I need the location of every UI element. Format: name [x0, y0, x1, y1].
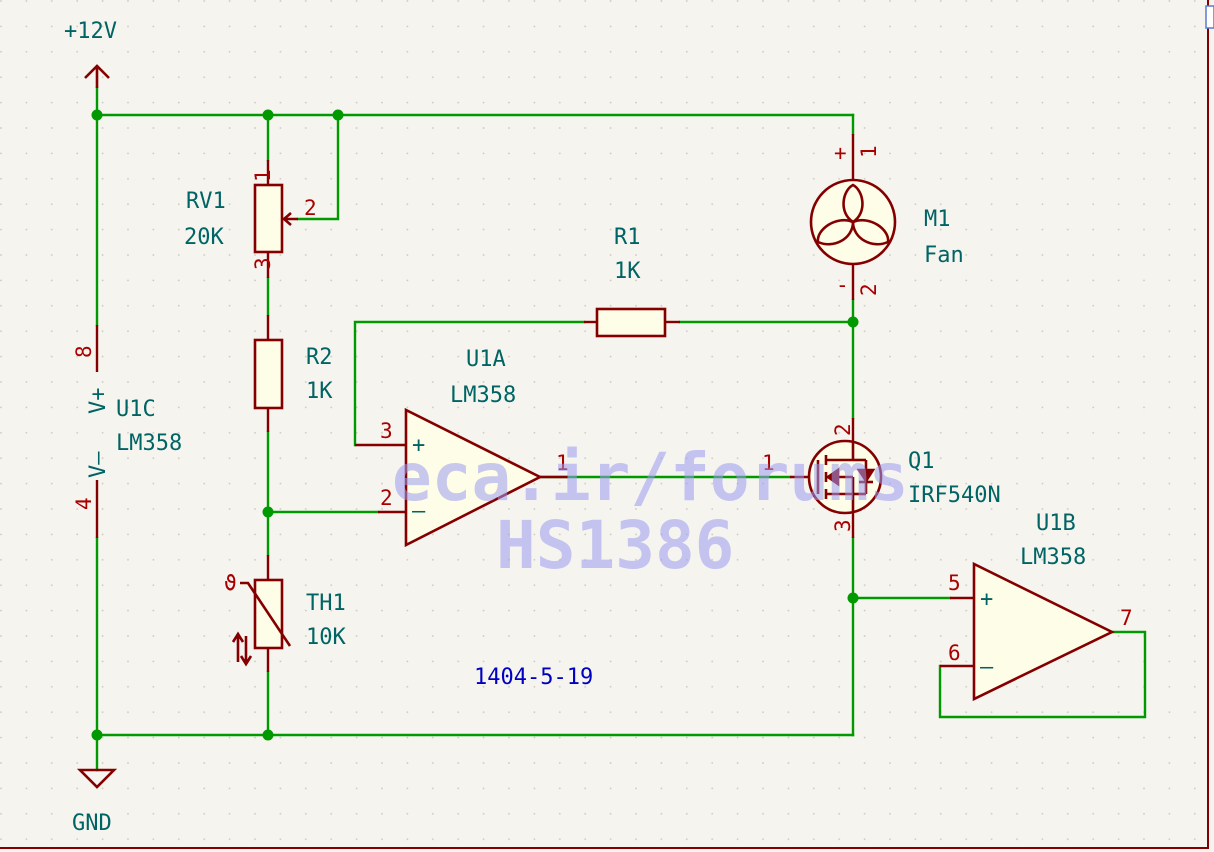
u1a-ref: U1A — [466, 347, 506, 372]
th1-ref: TH1 — [306, 591, 346, 616]
r2-resistor[interactable]: R2 1K — [253, 315, 333, 432]
junction — [262, 109, 274, 121]
u1a-pin-3: 3 — [380, 419, 393, 443]
r1-resistor[interactable]: R1 1K — [584, 225, 680, 338]
th1-temp-down-icon — [239, 636, 253, 667]
u1a-pin-2: 2 — [380, 486, 393, 510]
m1-pin-1: 1 — [857, 145, 881, 158]
rv1-pin-3: 3 — [251, 257, 275, 270]
r2-value: 1K — [306, 379, 333, 404]
th1-theta: ϑ — [224, 571, 237, 595]
u1b-plus-label: + — [980, 587, 993, 612]
q1-value: IRF540N — [908, 483, 1001, 508]
vcc-symbol[interactable]: +12V — [64, 19, 117, 88]
u1a-opamp[interactable]: + – 3 2 1 U1A LM358 — [355, 347, 569, 548]
fan-blades-icon — [816, 183, 890, 246]
u1b-opamp[interactable]: + – 5 6 7 U1B LM358 — [940, 511, 1133, 702]
u1b-minus-label: – — [980, 655, 994, 680]
r2-body — [253, 338, 284, 410]
u1b-value: LM358 — [1020, 545, 1086, 570]
u1c-vminus-label: V– — [86, 451, 111, 478]
q1-pin-1: 1 — [762, 451, 775, 475]
u1a-triangle — [404, 407, 543, 548]
u1c-value: LM358 — [116, 431, 182, 456]
junctions — [91, 109, 859, 741]
m1-pin-2: 2 — [857, 283, 881, 296]
ground-icon — [76, 768, 118, 789]
vcc-arrow-icon — [84, 64, 110, 88]
wire-noninv-to-r1 — [353, 320, 586, 447]
watermark-line-2: HS1386 — [496, 507, 734, 584]
rv1-ref: RV1 — [186, 189, 226, 214]
q1-mosfet[interactable]: 1 2 3 Q1 IRF540N — [762, 418, 1001, 538]
r2-ref: R2 — [306, 345, 333, 370]
u1b-pin-6: 6 — [948, 641, 961, 665]
junction — [262, 506, 274, 518]
rv1-body — [253, 183, 284, 254]
rv1-value: 20K — [184, 225, 224, 250]
q1-pin-3: 3 — [831, 519, 855, 532]
u1a-value: LM358 — [450, 383, 516, 408]
r1-ref: R1 — [614, 225, 641, 250]
u1a-pin-1: 1 — [556, 451, 569, 475]
junction — [91, 729, 103, 741]
u1c-power-unit[interactable]: 8 4 V+ V– U1C LM358 — [72, 325, 182, 538]
th1-slash-icon — [240, 581, 292, 647]
m1-value: Fan — [924, 243, 964, 268]
watermark: eca.ir/forums HS1386 — [392, 439, 909, 584]
u1b-ref: U1B — [1036, 511, 1076, 536]
rv1-wiper-arrow-icon — [282, 212, 298, 226]
rv1-pin-1: 1 — [251, 169, 275, 182]
watermark-line-1: eca.ir/forums — [392, 439, 909, 516]
wire-u1b-feedback — [938, 630, 1147, 719]
m1-minus-label: - — [836, 273, 849, 297]
junction — [847, 592, 859, 604]
gnd-label: GND — [72, 811, 112, 836]
q1-ref: Q1 — [908, 449, 935, 474]
u1b-pin-5: 5 — [948, 571, 961, 595]
u1c-vplus-label: V+ — [86, 388, 111, 415]
vcc-label: +12V — [64, 19, 117, 44]
junction — [262, 729, 274, 741]
u1a-plus-label: + — [412, 433, 425, 458]
u1b-pin-7: 7 — [1120, 606, 1133, 630]
junction — [91, 109, 103, 121]
m1-ref: M1 — [924, 207, 951, 232]
scroll-marker — [1205, 5, 1214, 29]
junction — [847, 316, 859, 328]
q1-pin-2: 2 — [831, 423, 855, 436]
mosfet-internals-icon — [816, 442, 876, 512]
u1c-pin-4: 4 — [72, 497, 96, 510]
r1-body — [595, 307, 667, 338]
u1a-minus-label: – — [412, 499, 426, 524]
junction — [332, 109, 344, 121]
u1c-ref: U1C — [116, 397, 156, 422]
date-note: 1404-5-19 — [474, 665, 593, 690]
rv1-potentiometer[interactable]: 1 2 3 RV1 20K — [184, 160, 317, 278]
gnd-symbol[interactable]: GND — [72, 768, 118, 836]
th1-value: 10K — [306, 625, 346, 650]
rv1-pin-2: 2 — [304, 196, 317, 220]
u1b-triangle — [972, 561, 1115, 702]
th1-temp-up-icon — [231, 631, 245, 662]
u1c-pin-8: 8 — [72, 345, 96, 358]
th1-thermistor[interactable]: ϑ TH1 10K — [224, 555, 346, 672]
wire-rv1-wiper — [296, 113, 340, 221]
r1-value: 1K — [614, 259, 641, 284]
m1-fan[interactable]: + - 1 2 M1 Fan — [809, 134, 964, 300]
m1-plus-label: + — [834, 141, 847, 165]
